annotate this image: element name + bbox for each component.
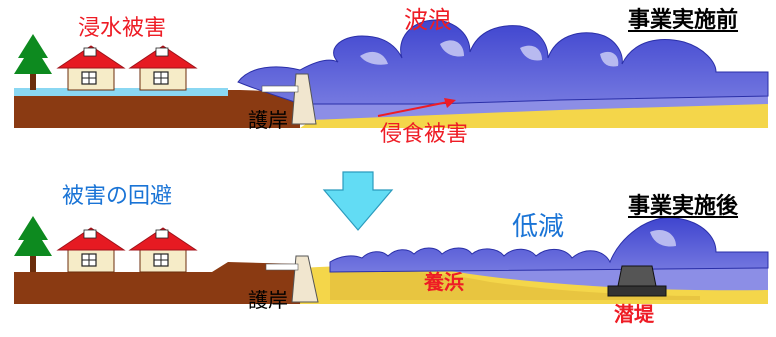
after-panel: [14, 216, 769, 304]
after-tree-icon: [14, 216, 52, 272]
after-title: 事業実施後: [628, 194, 739, 219]
before-panel: [14, 19, 769, 128]
after-house-icon: [128, 227, 198, 273]
before-house-icon: [56, 45, 126, 91]
reduction-label: 低減: [512, 212, 565, 242]
before-sand: [300, 104, 768, 128]
breakwater-label: 潜堤: [614, 302, 654, 326]
before-house-icon: [128, 45, 198, 91]
before-land: [14, 90, 300, 128]
before-wave: [237, 19, 769, 105]
after-seawall-label: 護岸: [248, 288, 288, 312]
before-seawall-label: 護岸: [248, 108, 288, 132]
nourishment-label: 養浜: [424, 270, 464, 294]
erosion-arrow-head: [444, 98, 456, 108]
wave-label: 波浪: [404, 6, 452, 34]
before-flood-water: [14, 88, 228, 96]
before-title: 事業実施前: [628, 8, 739, 33]
before-wall-top: [261, 85, 299, 93]
before-tree-icon: [14, 34, 52, 90]
damage-avoid-label: 被害の回避: [62, 184, 173, 209]
erosion-label: 侵食被害: [380, 122, 469, 147]
flood-damage-label: 浸水被害: [78, 16, 167, 41]
breakwater-icon: [607, 265, 667, 297]
transition-arrow-icon: [322, 171, 394, 231]
after-seawall: [291, 255, 319, 303]
after-house-icon: [56, 227, 126, 273]
